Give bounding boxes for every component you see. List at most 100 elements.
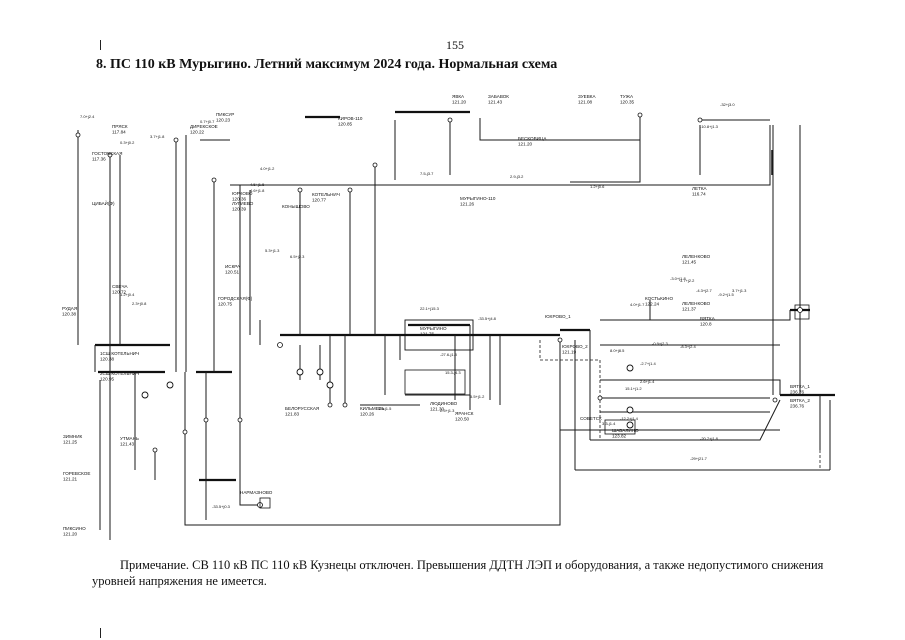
power-flow-label: 2.6+j1.4 (640, 379, 655, 384)
substation-voltage: 117.84 (112, 130, 126, 135)
power-flow-label: 15.3-j4.3 (445, 370, 461, 375)
substation-voltage: 121.20 (452, 100, 466, 105)
substation-name: ГОРОДСКАЯ(Ф) (218, 296, 253, 301)
substation-voltage: 120.39 (232, 207, 246, 212)
substation-voltage: 236.76 (790, 390, 804, 395)
power-flow-label: 4.0+j1.7 (630, 302, 645, 307)
substation-voltage: 120.36 (232, 197, 246, 202)
power-flow-label: 4.6+j1.8 (250, 188, 265, 193)
substation-voltage: 121.43 (488, 100, 502, 105)
substation-voltage: 236.76 (790, 404, 804, 409)
power-flow-label: -12.2+j1.4 (620, 416, 639, 421)
substation-name: ПИКСИНО (63, 526, 86, 531)
power-flow-label: 3.7+j1.8 (150, 134, 165, 139)
substation-name: СВЕЧА (112, 284, 129, 289)
substation-name: ЗУЕВКА (578, 94, 596, 99)
power-flow-label: 3.7+j2.2 (680, 278, 695, 283)
substation-name: ГОСТОВСКАЯ (92, 151, 122, 156)
power-flow-label: -9.2+j1.5 (718, 292, 734, 297)
substation-name: КОТЕЛЬНИЧ (312, 192, 340, 197)
substation-name: ЛЕТКА (692, 186, 708, 191)
substation-name: ГОРЕВСКОЕ (63, 471, 90, 476)
substation-name: ЮРКОВО (232, 191, 253, 196)
substation-name: 2СШ КОТЕЛЬНИЧ (100, 371, 139, 376)
power-flow-label: -4.3+j2.7 (696, 288, 712, 293)
substation-name: ШАБАЛИНО (612, 428, 639, 433)
substation-voltage: 120.26 (360, 412, 374, 417)
substation-voltage: 121.37 (682, 307, 696, 312)
power-flow-label: 7.0+j2.4 (80, 114, 95, 119)
substation-voltage: 120.51 (225, 270, 239, 275)
substation-voltage: 121.83 (285, 412, 299, 417)
note-text: Примечание. СВ 110 кВ ПС 110 кВ Кузнецы … (92, 558, 824, 588)
power-flow-label: -8.3+j2.4 (680, 344, 696, 349)
substation-name: ЛЕЛЕНКОВО (682, 301, 711, 306)
substation-name: ЮХРОВО_2 (562, 344, 588, 349)
substation-voltage: 121.26 (460, 202, 474, 207)
power-flow-label: -10.8+j1.3 (700, 124, 719, 129)
page-title: 8. ПС 110 кВ Мурыгино. Летний максимум 2… (96, 57, 558, 72)
power-flow-label: -3.0+j1.8 (670, 276, 686, 281)
substation-name: ЛУГИЕВО (232, 201, 254, 206)
equipment-boxes (259, 304, 810, 509)
substation-name: ВЯТКА (700, 316, 716, 321)
power-flow-label: 0.3+j0.2 (120, 140, 135, 145)
substation-name: ПРЯСК (112, 124, 128, 129)
power-flow-label: 2.3+j0.8 (132, 301, 147, 306)
substation-name: МУРЫГИНО-110 (460, 196, 496, 201)
substation-name: ЮХРОВО_1 (545, 314, 571, 319)
substation-voltage: 117.36 (92, 157, 106, 162)
substation-name: МУРЫГИНО (420, 326, 447, 331)
power-flow-label: -33.5+j4.8 (478, 316, 497, 321)
substation-name: КИРОВ-110 (338, 116, 363, 121)
power-flow-label: -27.6-j1.8 (440, 352, 458, 357)
substation-voltage: 121.25 (63, 440, 77, 445)
substation-voltage: 122.24 (645, 302, 659, 307)
substation-name: ЛЕЛЕНКОВО (682, 254, 711, 259)
power-flow-label: 5.3+j1.3 (265, 248, 280, 253)
power-flow-label: -33.5+j0.3 (212, 504, 231, 509)
power-flow-label: 0.7+j0.7 (200, 119, 215, 124)
substation-name: УТМАНЬ (120, 436, 139, 441)
power-flow-label: 5.5+j1.2 (470, 394, 485, 399)
substation-name: ЗИМНИК (63, 434, 83, 439)
margin-mark-top (100, 40, 101, 50)
power-flow-label: 4.5+j1.5 (250, 182, 265, 187)
power-flow-label: 5.5-j1.5 (378, 406, 392, 411)
switch-nodes (75, 112, 803, 508)
substation-labels: ГОСТОВСКАЯ117.36ЦИБАЙ(Ф)ПРЯСК117.84СВЕЧА… (62, 94, 810, 537)
power-flow-label: 2.5+j1.3 (440, 408, 455, 413)
substation-name: БЕЛОРУССКАЯ (285, 406, 319, 411)
substation-name: ЗАБАВОК (488, 94, 509, 99)
substation-name: ЯРАНСК (455, 411, 474, 416)
substation-name: НАРМАЗНОВО (240, 490, 273, 495)
margin-mark-bottom (100, 628, 101, 638)
substation-voltage: 120.85 (338, 122, 352, 127)
substation-voltage: 121.21 (63, 477, 77, 482)
substation-voltage: 120.50 (455, 417, 469, 422)
substation-name: БЕСКОВИЦА (518, 136, 547, 141)
substation-voltage: 121.30 (430, 407, 444, 412)
substation-name: КИЛЬМЕЗЬ (360, 406, 385, 411)
substation-name: РУДАЯ (62, 306, 77, 311)
substation-name: СОВЕТСК (580, 416, 602, 421)
substation-voltage: 120.22 (190, 130, 204, 135)
substation-name: ВЯТКА_1 (790, 384, 810, 389)
substation-voltage: 120.35 (620, 100, 634, 105)
power-flow-label: 2.9-j3.2 (510, 174, 524, 179)
transmission-lines (77, 115, 831, 540)
power-flow-label: 15.1+j1.2 (625, 386, 642, 391)
substation-voltage: 120.8 (700, 322, 712, 327)
substation-name: 1СШ КОТЕЛЬНИЧ (100, 351, 139, 356)
power-flow-label: 3.7+j1.3 (732, 288, 747, 293)
power-flow-label: 4.0+j1.2 (260, 166, 275, 171)
substation-voltage: 120.77 (312, 198, 326, 203)
substation-voltage: 121.43 (120, 442, 134, 447)
substation-voltage: 120.23 (216, 118, 230, 123)
substation-voltage: 120.38 (62, 312, 76, 317)
power-flow-label: 6.5+j2.3 (290, 254, 305, 259)
substation-voltage: 121.19 (562, 350, 576, 355)
page-number: 155 (446, 38, 464, 52)
substation-voltage: 116.74 (692, 192, 706, 197)
substation-voltage: 121.45 (682, 260, 696, 265)
